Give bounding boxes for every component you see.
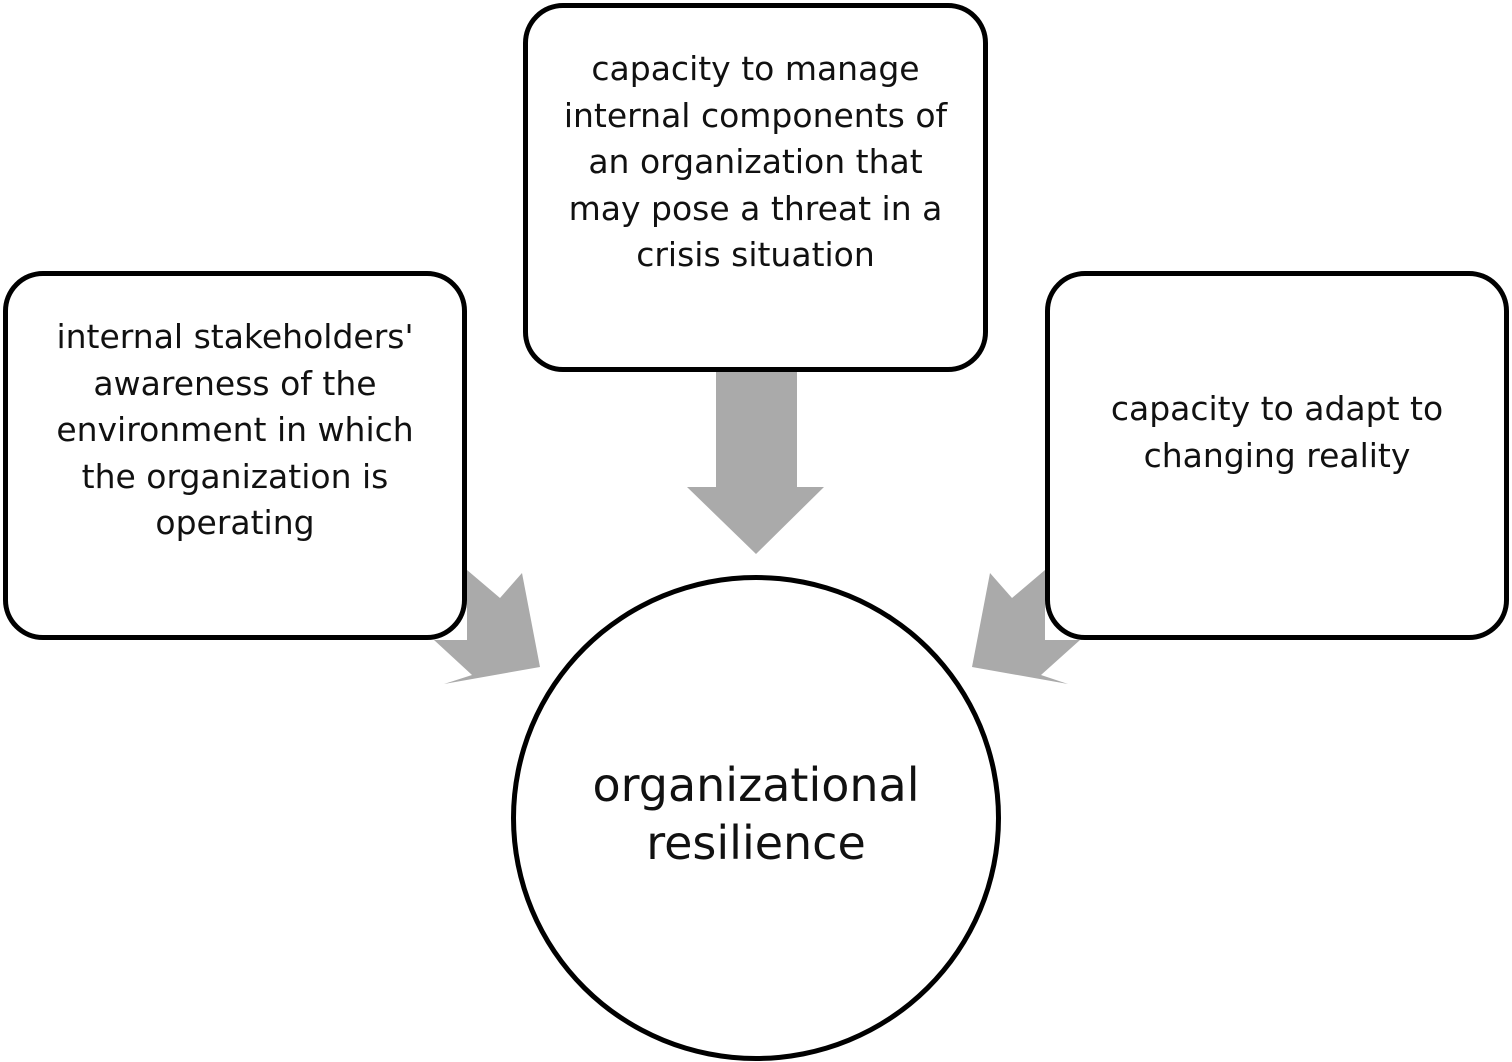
arrow-top-to-center bbox=[687, 372, 824, 554]
factor-label-stakeholder-awareness: internal stakeholders' awareness of the … bbox=[56, 317, 414, 543]
center-circle-organizational-resilience: organizational resilience bbox=[511, 575, 1001, 1061]
factor-box-internal-components: capacity to manage internal components o… bbox=[523, 3, 988, 372]
factor-box-stakeholder-awareness: internal stakeholders' awareness of the … bbox=[3, 271, 467, 640]
arrow-left-to-center bbox=[434, 570, 540, 684]
center-label: organizational resilience bbox=[592, 758, 920, 870]
factor-box-adapt-to-change: capacity to adapt to changing reality bbox=[1045, 271, 1509, 640]
factor-label-internal-components: capacity to manage internal components o… bbox=[563, 49, 948, 275]
arrow-right-to-center bbox=[972, 570, 1080, 684]
factor-label-adapt-to-change: capacity to adapt to changing reality bbox=[1110, 389, 1444, 475]
